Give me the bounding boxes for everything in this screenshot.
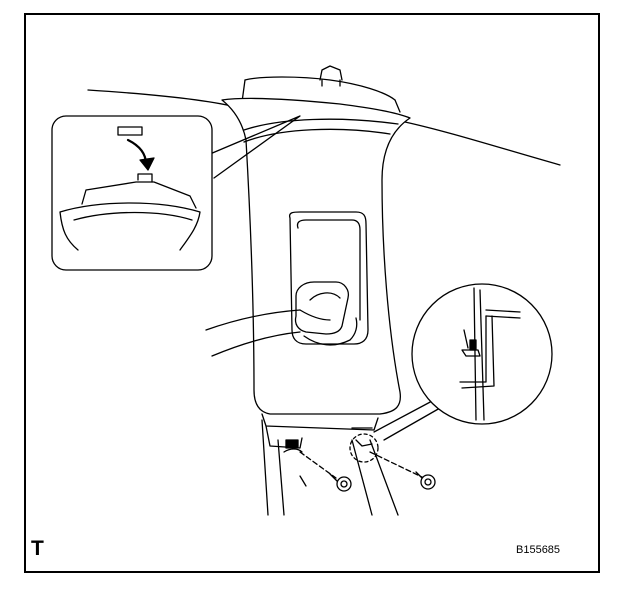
clip-location-circle [349, 433, 379, 463]
pillar-inner-line [277, 439, 285, 516]
garnish-upper-ridge [243, 118, 399, 131]
lower-left-clip [265, 425, 303, 449]
belt-guide [294, 281, 350, 335]
detail-label-placeholder [117, 126, 143, 136]
detail-callout-box [51, 115, 213, 271]
detail-circle-pointer [373, 399, 441, 441]
garnish-lower-edge [261, 413, 379, 431]
roof-edge-line-right [404, 121, 561, 166]
garnish-body [221, 97, 411, 415]
detail-callout-pointer [209, 115, 301, 179]
belt-opening [288, 211, 369, 345]
roof-edge-line [87, 89, 241, 109]
garnish-cap [244, 76, 396, 101]
corner-label: T [31, 537, 44, 560]
screw-axis-right [369, 451, 425, 479]
screw-left [329, 473, 352, 492]
figure-code: B155685 [516, 544, 561, 556]
belt-webbing-lower [211, 331, 301, 357]
pillar-left-edge [261, 419, 269, 516]
detail-clip [137, 173, 153, 183]
detail-garnish-top [59, 202, 201, 251]
pillar-right-edge-2 [369, 439, 399, 516]
detail-clip-base [81, 181, 197, 209]
top-clip [319, 65, 343, 81]
screw-right [415, 471, 436, 490]
pillar-right-edge [351, 439, 373, 516]
belt-webbing-upper [205, 309, 301, 331]
